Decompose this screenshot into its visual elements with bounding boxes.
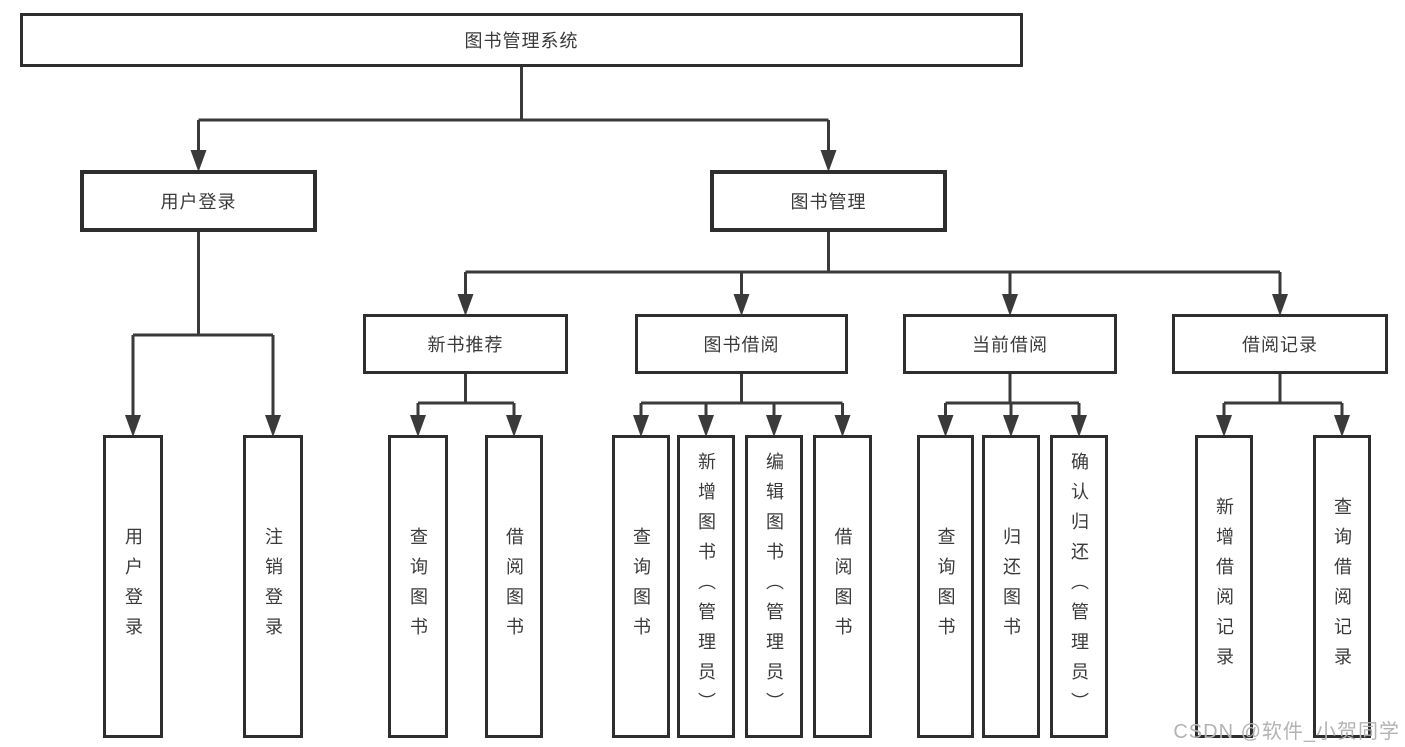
- node-label: 新增借阅记录: [1214, 496, 1234, 677]
- node-query-borrow-record: 查询借阅记录: [1313, 435, 1371, 738]
- node-label: 借阅记录: [1242, 335, 1318, 355]
- node-add-books-admin: 新增图书（管理员）: [677, 435, 735, 738]
- node-logout: 注销登录: [243, 435, 303, 738]
- node-label: 图书管理系统: [464, 31, 579, 51]
- node-borrow-books-recommend: 借阅图书: [485, 435, 543, 738]
- node-label: 图书管理: [790, 192, 867, 212]
- node-query-books-current: 查询图书: [917, 435, 974, 738]
- node-label: 注销登录: [263, 526, 283, 647]
- node-label: 查询图书: [935, 526, 956, 647]
- node-label: 归还图书: [1001, 526, 1021, 647]
- node-label: 用户登录: [123, 526, 143, 647]
- node-label: 新增图书（管理员）: [696, 451, 716, 722]
- node-user-login: 用户登录: [80, 170, 317, 232]
- node-label: 当前借阅: [972, 335, 1048, 355]
- node-borrow-books-leaf: 借阅图书: [813, 435, 872, 738]
- node-return-books: 归还图书: [982, 435, 1040, 738]
- node-query-books-recommend: 查询图书: [388, 435, 448, 738]
- node-edit-books-admin: 编辑图书（管理员）: [745, 435, 803, 738]
- node-new-book-recommend: 新书推荐: [363, 314, 568, 374]
- watermark: CSDN @软件_小贺同学: [1173, 721, 1400, 743]
- node-label: 借阅图书: [504, 526, 524, 647]
- node-user-login-leaf: 用户登录: [103, 435, 163, 738]
- node-label: 用户登录: [160, 192, 237, 212]
- node-label: 新书推荐: [427, 335, 504, 355]
- node-label: 编辑图书（管理员）: [764, 451, 784, 722]
- node-label: 借阅图书: [832, 526, 853, 647]
- node-query-books-borrow: 查询图书: [612, 435, 670, 738]
- node-book-management: 图书管理: [710, 170, 947, 232]
- node-borrow-records: 借阅记录: [1172, 314, 1388, 374]
- node-label: 查询借阅记录: [1332, 496, 1352, 677]
- node-book-management-system: 图书管理系统: [20, 13, 1023, 67]
- node-label: 图书借阅: [703, 335, 780, 355]
- node-label: 查询图书: [408, 526, 428, 647]
- node-label: 确认归还（管理员）: [1069, 451, 1089, 722]
- node-label: 查询图书: [631, 526, 651, 647]
- node-current-borrow: 当前借阅: [903, 314, 1117, 374]
- node-book-borrow: 图书借阅: [635, 314, 848, 374]
- node-confirm-return-admin: 确认归还（管理员）: [1050, 435, 1108, 738]
- node-add-borrow-record: 新增借阅记录: [1195, 435, 1253, 738]
